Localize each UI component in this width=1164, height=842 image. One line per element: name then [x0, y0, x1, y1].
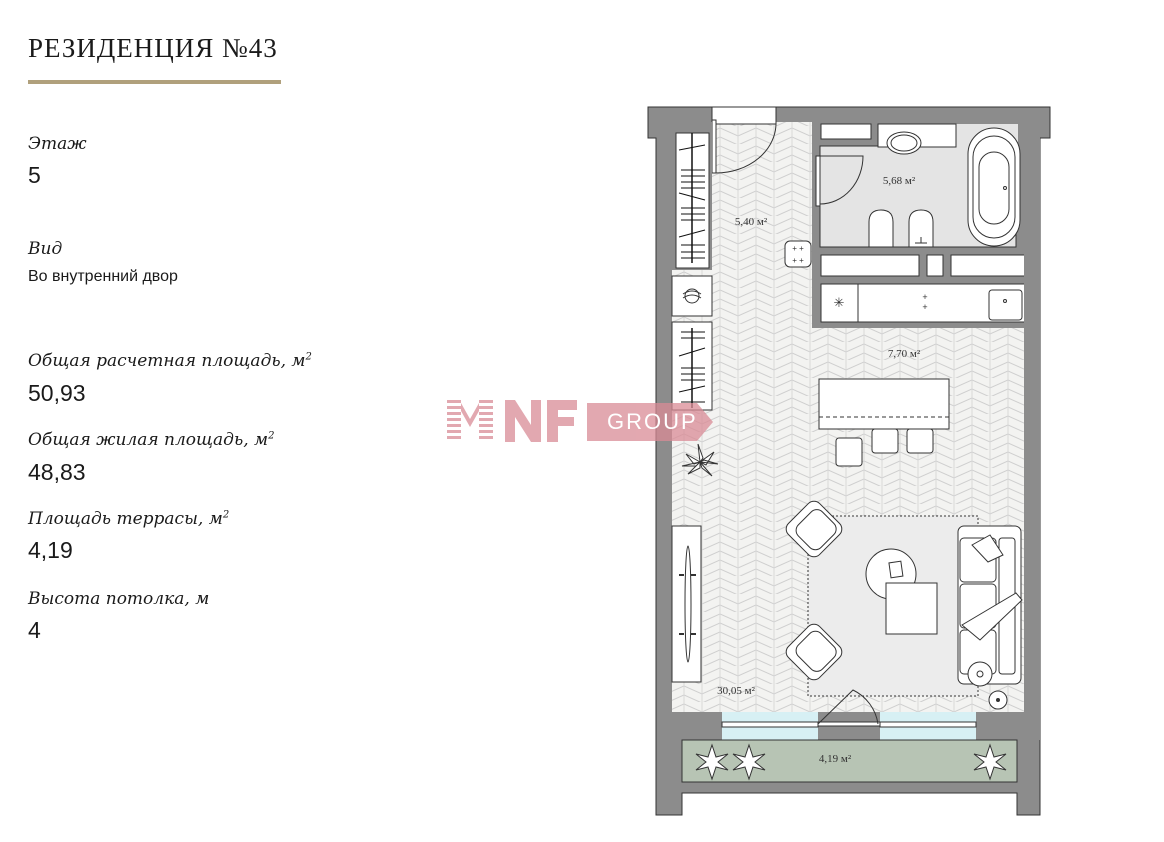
svg-text:+ +: + + [792, 256, 804, 265]
throw-blanket-icon [961, 592, 1023, 641]
superscript: 2 [268, 430, 275, 442]
balcony-door-swing [817, 689, 879, 725]
page-title: РЕЗИДЕНЦИЯ №43 [28, 33, 278, 63]
entrance-opening [711, 106, 777, 125]
watermark-logo: GROUP [447, 397, 717, 445]
svg-text:+ +: + + [792, 244, 804, 253]
svg-text:+: + [922, 302, 927, 312]
label-text: Общая расчетная площадь, м [28, 351, 306, 371]
upper-cabinet-3 [950, 254, 1026, 277]
armchair-1 [785, 500, 843, 558]
bathroom-door-swing [819, 155, 864, 205]
shelf [820, 123, 872, 140]
superscript: 2 [222, 509, 230, 521]
superscript: 2 [305, 351, 312, 363]
terrace-plant-1 [695, 743, 729, 781]
spec-terrace-area-label: Площадь террасы, м2 [28, 509, 229, 529]
pillow-icon [971, 534, 1004, 563]
tv-icon [684, 545, 692, 663]
bathtub-icon [967, 127, 1021, 247]
room-area-bathroom: 5,68 м² [883, 175, 916, 187]
side-table-icon [967, 661, 993, 687]
cooktop-icon: + [922, 292, 927, 302]
room-area-kitchen: 7,70 м² [888, 348, 921, 360]
spec-view-label: Вид [28, 239, 63, 259]
wardrobe [672, 122, 712, 270]
floor-drain-icon [784, 240, 812, 268]
spec-ceiling-height-value: 4 [28, 617, 41, 643]
room-area-hallway: 5,40 м² [735, 216, 768, 228]
upper-cabinet-1 [820, 254, 920, 277]
terrace-plant-2 [732, 743, 766, 781]
toilet-icon [868, 209, 894, 248]
spec-living-area-label: Общая жилая площадь, м2 [28, 430, 274, 450]
kitchen-sink-icon [988, 289, 1023, 321]
terrace [681, 739, 1018, 783]
watermark-text: GROUP [607, 409, 698, 434]
boiler-cabinet [671, 275, 713, 317]
spec-total-area-value: 50,93 [28, 380, 86, 406]
boiler-icon [682, 288, 702, 304]
spec-view-value: Во внутренний двор [28, 268, 178, 285]
bidet-icon [908, 209, 934, 248]
spec-terrace-area-value: 4,19 [28, 537, 73, 563]
label-text: Площадь террасы, м [28, 509, 223, 529]
fridge-icon: ✳ [834, 295, 845, 310]
book-icon [888, 560, 904, 579]
nf-logo-icon [447, 400, 713, 442]
spec-floor-label: Этаж [28, 134, 87, 154]
spec-ceiling-height-label: Высота потолка, м [28, 589, 210, 609]
plant-icon [681, 443, 719, 477]
room-area-terrace: 4,19 м² [819, 753, 852, 765]
bar-stool-3 [906, 428, 934, 454]
upper-cabinet-2 [926, 254, 944, 277]
spec-living-area-value: 48,83 [28, 459, 86, 485]
bar-stool-2 [871, 428, 899, 454]
label-text: Общая жилая площадь, м [28, 430, 269, 450]
kitchen-island [818, 378, 950, 430]
spec-total-area-label: Общая расчетная площадь, м2 [28, 351, 312, 371]
spec-floor-value: 5 [28, 162, 41, 188]
bar-stool-1 [835, 437, 863, 467]
armchair-2 [785, 623, 843, 681]
room-area-living: 30,05 м² [717, 685, 755, 697]
square-coffee-table [885, 582, 938, 635]
entrance-door-swing [715, 121, 777, 174]
terrace-plant-3 [973, 743, 1007, 781]
title-underline [28, 80, 281, 84]
